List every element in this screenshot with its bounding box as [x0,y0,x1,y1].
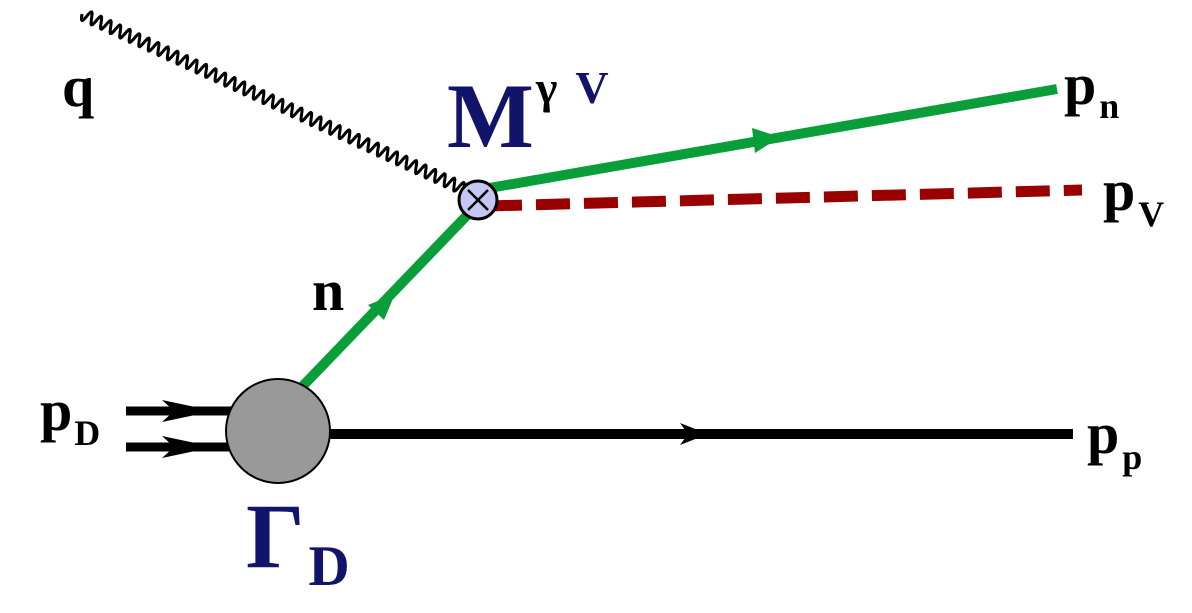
label-p-n-main: p [1064,52,1097,117]
label-p-D-main: p [40,378,73,443]
label-M-sup-V: V [575,62,609,114]
neutron-arrow-icon [368,294,395,320]
label-Gamma-D: ΓD [246,490,350,595]
label-q-text: q [62,54,95,119]
label-p-p-sub: p [1122,437,1143,478]
label-p-p-main: p [1087,401,1120,466]
outgoing-neutron-arrow-icon [752,128,780,153]
label-p-D: pD [40,382,100,452]
label-p-D-sub: D [74,413,101,454]
label-Gamma-sub: D [308,535,350,599]
deuteron-arrow-upper-icon [162,400,214,422]
label-p-V-main: p [1103,158,1136,223]
label-p-V: pV [1103,162,1164,233]
label-p-n: pn [1064,56,1119,124]
label-M-text: M [447,65,534,167]
meson-dashed-line [487,184,1083,212]
label-Gamma-text: Γ [246,485,305,587]
label-p-n-sub: n [1099,85,1120,126]
deuteron-arrow-lower-icon [162,436,214,458]
label-p-V-sub: V [1138,194,1165,235]
label-n-text: n [312,258,345,323]
photon-wavy-line [80,10,466,195]
label-p-p: pp [1087,405,1142,476]
proton-arrow-icon [680,423,708,445]
crossed-circle-icon [457,179,499,221]
label-M-sup-gamma: γ [535,62,558,114]
filled-circle-icon [225,378,331,484]
label-n: n [312,262,344,320]
label-q: q [62,58,94,116]
